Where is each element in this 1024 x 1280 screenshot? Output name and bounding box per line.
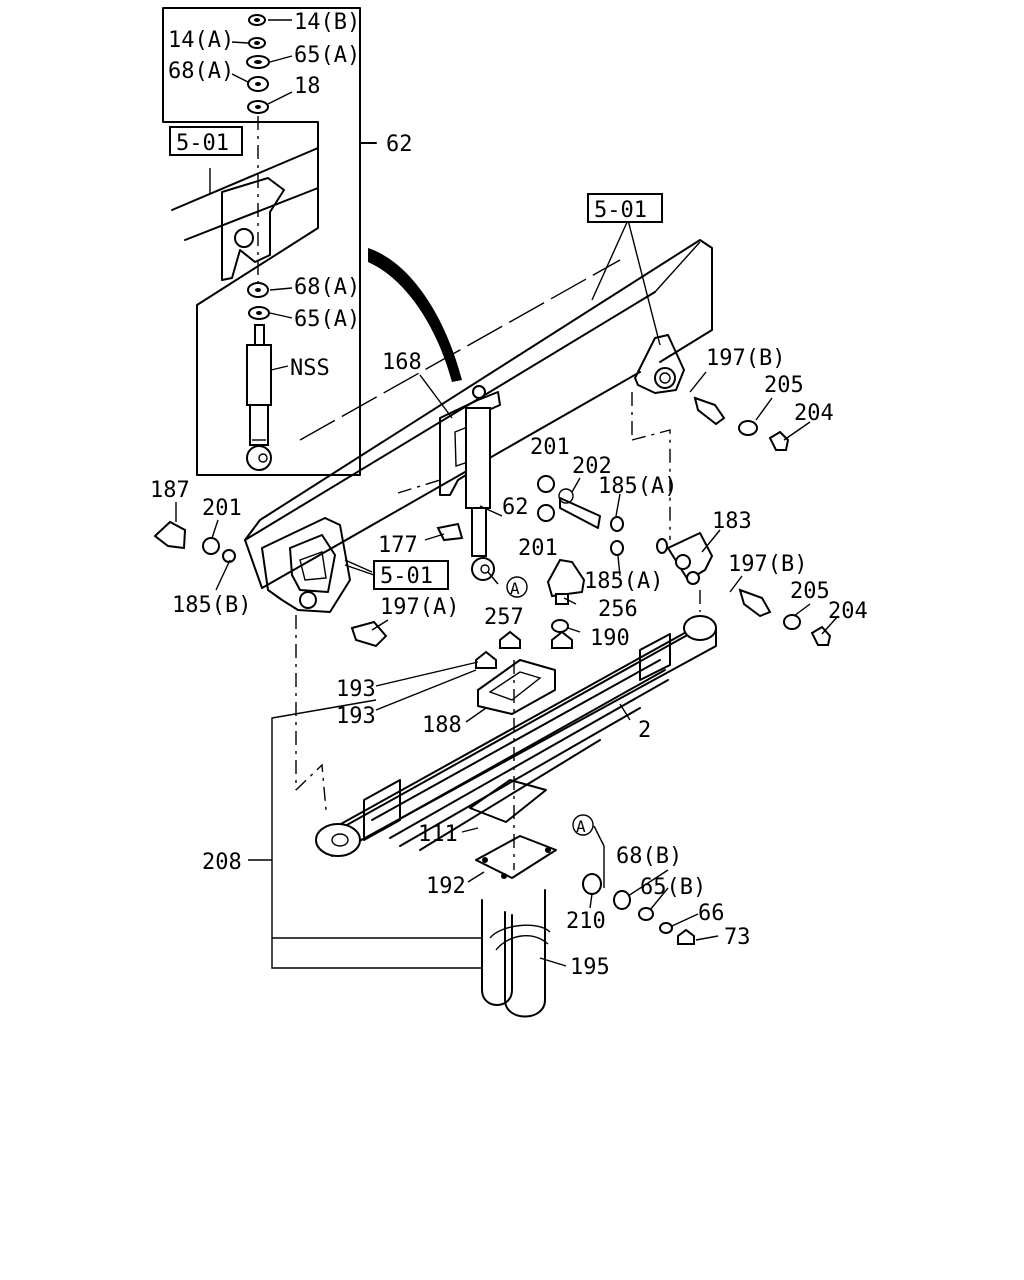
label-65a-top: 65(A) <box>294 43 360 68</box>
label-195: 195 <box>570 955 610 980</box>
label-205-top: 205 <box>764 373 804 398</box>
label-66: 66 <box>698 901 725 926</box>
label-185a-a: 185(A) <box>598 474 677 499</box>
label-256: 256 <box>598 597 638 622</box>
label-197b-mid: 197(B) <box>728 552 807 577</box>
label-nss: NSS <box>290 356 330 381</box>
label-190: 190 <box>590 626 630 651</box>
pointer-arrow <box>368 248 462 382</box>
label-201-b: 201 <box>518 536 558 561</box>
leader-lines <box>175 219 839 969</box>
label-14a: 14(A) <box>168 28 234 53</box>
label-65b: 65(B) <box>640 875 706 900</box>
label-14b: 14(B) <box>294 10 360 35</box>
label-68a-top: 68(A) <box>168 59 234 84</box>
label-18: 18 <box>294 74 321 99</box>
label-202: 202 <box>572 454 612 479</box>
label-205-mid: 205 <box>790 579 830 604</box>
label-62: 62 <box>502 495 529 520</box>
label-201-left: 201 <box>202 496 242 521</box>
label-208: 208 <box>202 850 242 875</box>
label-204-mid: 204 <box>828 599 868 624</box>
label-a-low: A <box>576 817 586 836</box>
label-197b-top: 197(B) <box>706 346 785 371</box>
bolt-group-top <box>693 396 790 451</box>
left-parts <box>153 520 464 648</box>
label-62-inset: 62 <box>386 132 413 157</box>
label-2: 2 <box>638 718 651 743</box>
bump-stopper <box>475 558 586 669</box>
callout-a-low <box>572 814 594 836</box>
label-5-01-top: 5-01 <box>594 198 647 223</box>
label-185b: 185(B) <box>172 593 251 618</box>
label-210: 210 <box>566 909 606 934</box>
part-labels: 14(B) 14(A) 65(A) 68(A) 18 62 5-01 68(A)… <box>150 10 868 980</box>
label-111: 111 <box>418 822 458 847</box>
label-187: 187 <box>150 478 190 503</box>
label-193-b: 193 <box>336 704 376 729</box>
callout-a-mid <box>506 576 528 598</box>
label-204-top: 204 <box>794 401 834 426</box>
label-193-a: 193 <box>336 677 376 702</box>
label-a-mid: A <box>510 579 520 598</box>
label-188: 188 <box>422 713 462 738</box>
shackle-pins <box>537 475 832 646</box>
leaf-spring <box>315 615 717 1018</box>
label-257: 257 <box>484 605 524 630</box>
label-177: 177 <box>378 533 418 558</box>
ref-box-inset <box>169 126 243 156</box>
ref-box-top <box>587 193 663 223</box>
label-68b: 68(B) <box>616 844 682 869</box>
label-68a-mid: 68(A) <box>294 275 360 300</box>
label-5-01-inset: 5-01 <box>176 131 229 156</box>
inset-shock-absorber <box>162 7 377 476</box>
label-192: 192 <box>426 874 466 899</box>
label-5-01-mid: 5-01 <box>380 564 433 589</box>
label-65a-mid: 65(A) <box>294 307 360 332</box>
label-73: 73 <box>724 925 751 950</box>
label-197a: 197(A) <box>380 595 459 620</box>
label-183: 183 <box>712 509 752 534</box>
ref-box-mid <box>373 560 449 590</box>
label-201-a: 201 <box>530 435 570 460</box>
label-168: 168 <box>382 350 422 375</box>
label-185a-b: 185(A) <box>584 569 663 594</box>
